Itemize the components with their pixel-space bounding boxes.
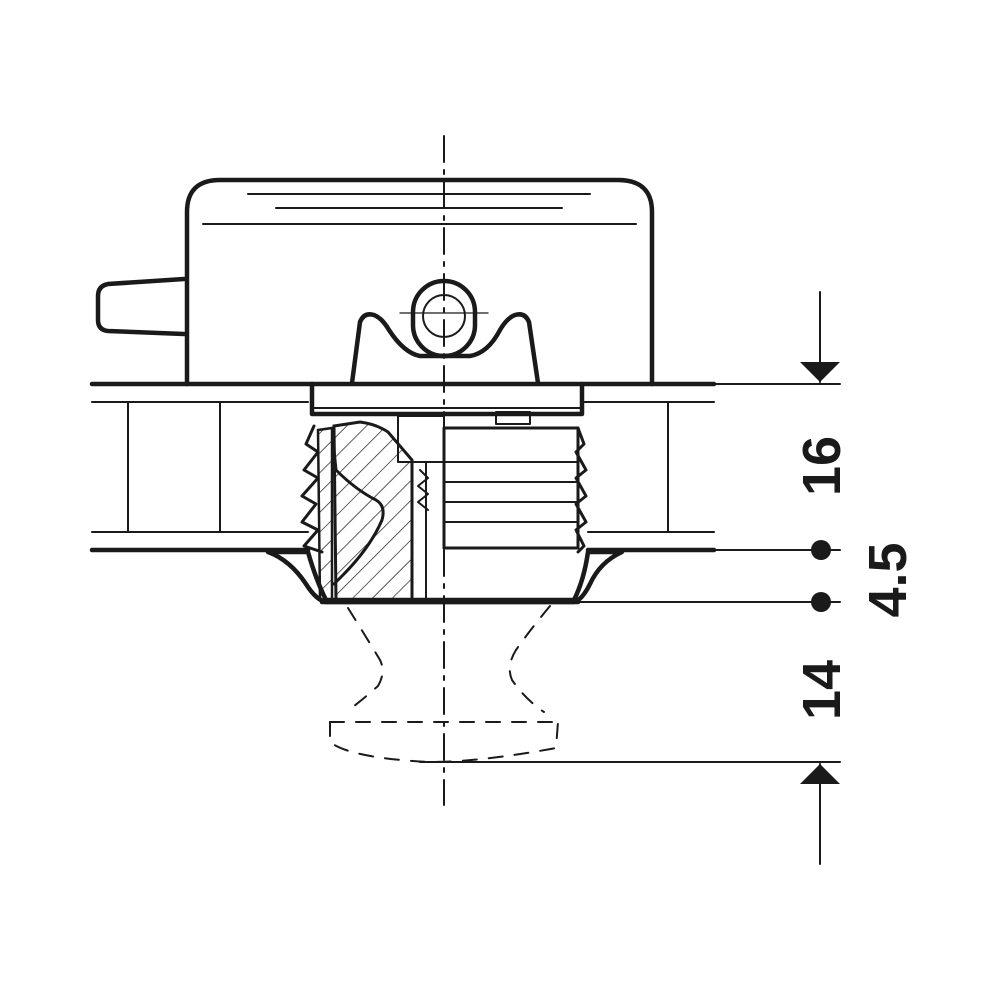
dashed-knob-outline — [329, 605, 559, 763]
dimension-dot-upper — [811, 540, 831, 560]
threaded-insert — [300, 381, 588, 602]
dimension-dot-lower — [811, 592, 831, 612]
dimension-label-16: 16 — [792, 436, 852, 496]
lever-tab — [95, 276, 187, 337]
dimension-label-4-5: 4.5 — [858, 542, 918, 617]
cam-bolt — [422, 294, 466, 338]
dimension-label-14: 14 — [792, 660, 852, 720]
dimension-lines — [419, 291, 841, 865]
cam-slot — [410, 278, 478, 359]
housing — [95, 177, 655, 387]
